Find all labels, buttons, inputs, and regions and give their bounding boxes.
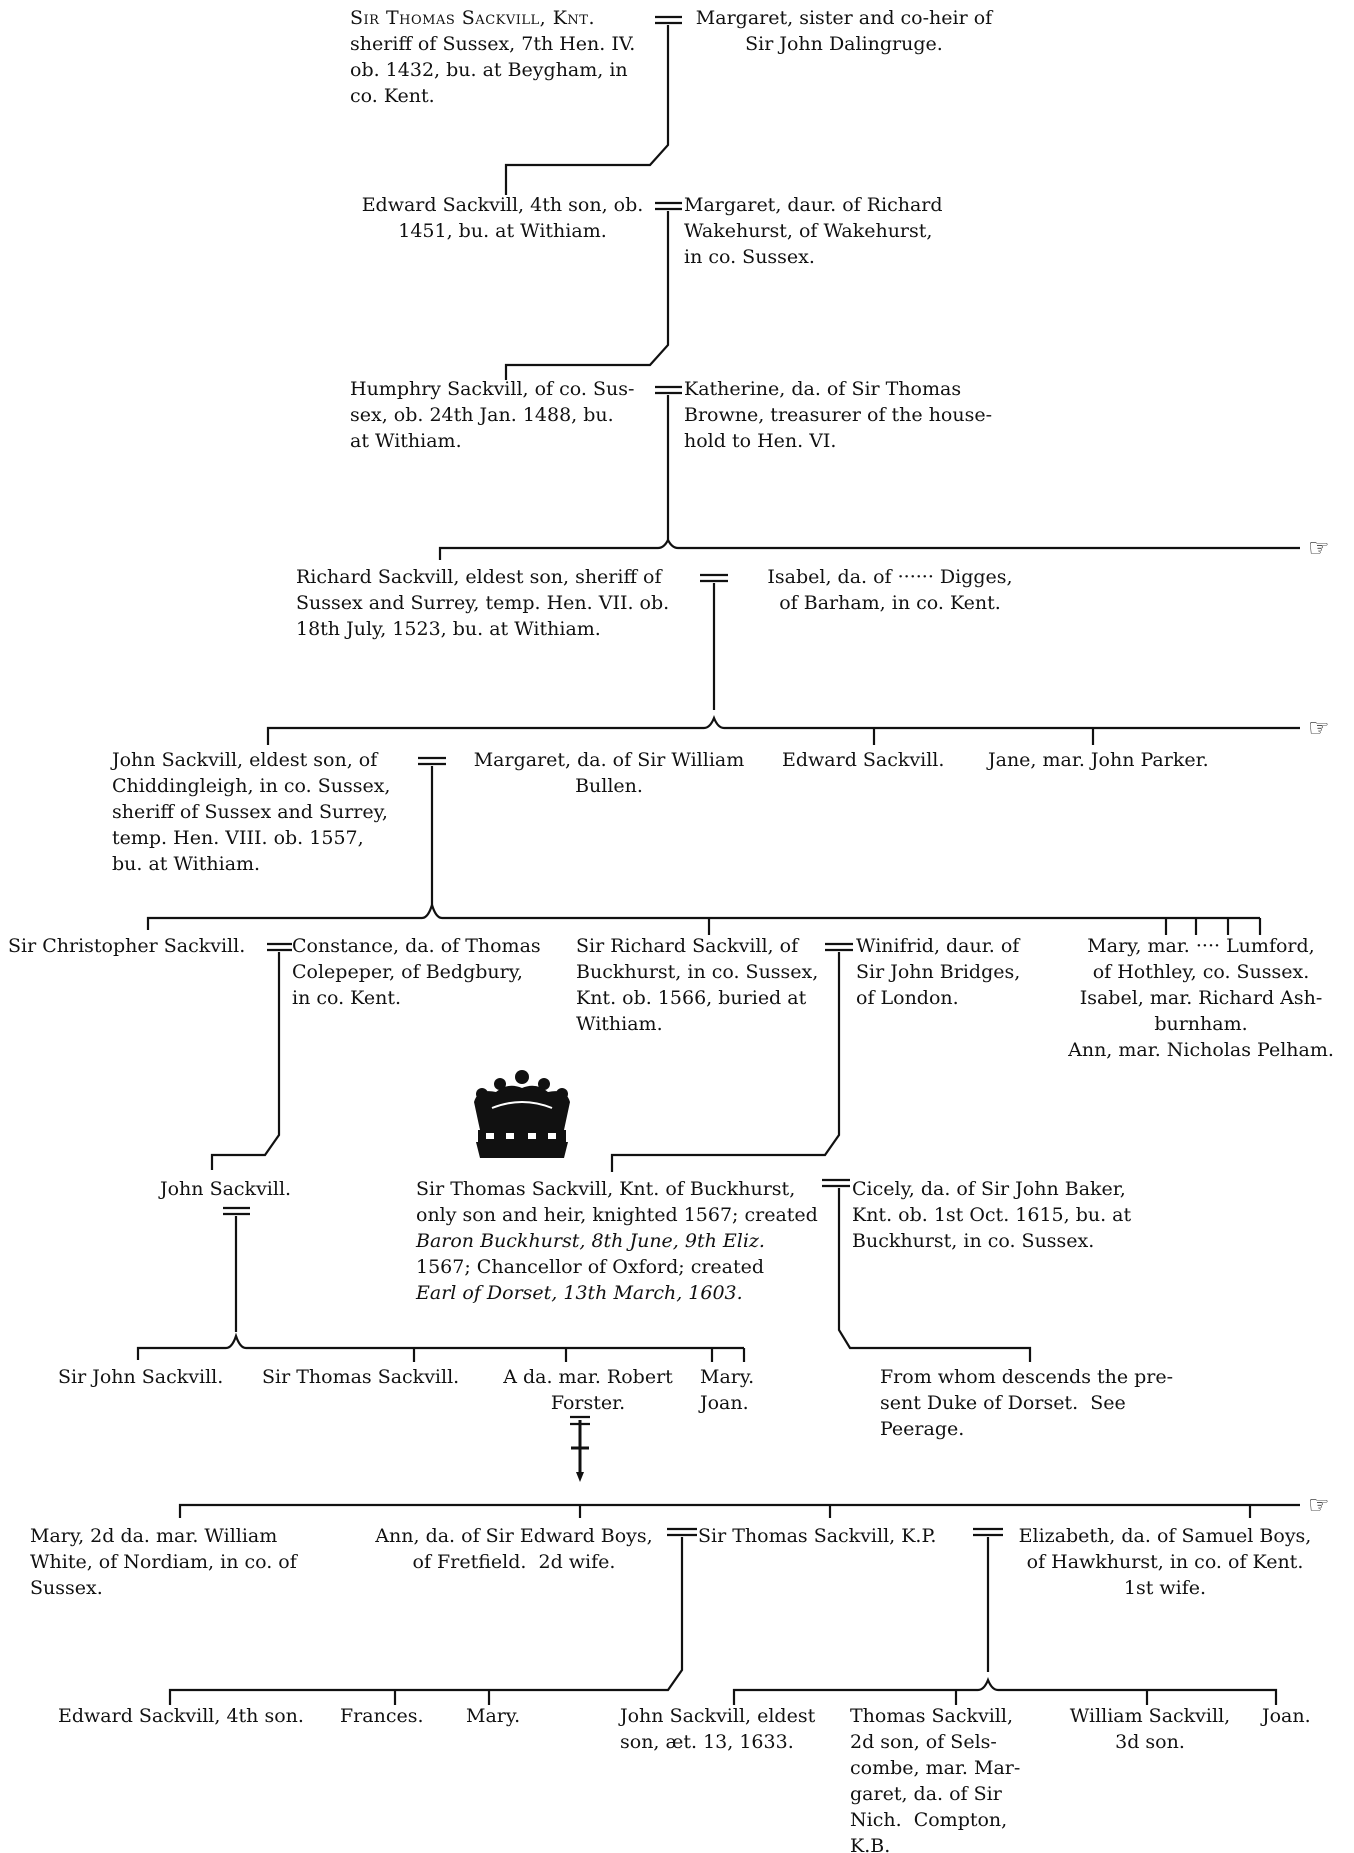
isabel-digges: Isabel, da. of ······ Digges,of Barham, …	[767, 566, 1013, 614]
sir-john-sackvill: Sir John Sackvill.	[58, 1366, 224, 1388]
richard-sackvill: Richard Sackvill, eldest son, sheriff of…	[296, 566, 670, 640]
sir-thomas-sackvill-kp: Sir Thomas Sackvill, K.P.	[698, 1525, 937, 1547]
jane-parker: Jane, mar. John Parker.	[988, 749, 1209, 771]
frances: Frances.	[340, 1705, 424, 1727]
sir-thomas-sackvill: Sir Thomas Sackvill.	[262, 1366, 460, 1388]
mary: Mary.	[466, 1705, 521, 1727]
william-sackvill-3d-son: William Sackvill,3d son.	[1069, 1705, 1231, 1753]
sir-thomas-earl-of-dorset: Sir Thomas Sackvill, Knt. of Buckhurst,o…	[416, 1178, 818, 1304]
joan: Joan.	[1262, 1705, 1311, 1727]
pointer-hand-icon: ☞	[1308, 1491, 1330, 1519]
earl-coronet-icon	[474, 1070, 570, 1158]
mary-joan: Mary.Joan.	[700, 1366, 755, 1414]
edward-sackvill-4th-son-gen10: Edward Sackvill, 4th son.	[58, 1705, 304, 1727]
cicely-baker: Cicely, da. of Sir John Baker,Knt. ob. 1…	[852, 1178, 1132, 1252]
pointer-hand-icon: ☞	[1308, 534, 1330, 562]
sisters-mary-isabel-ann: Mary, mar. ···· Lumford,of Hothley, co. …	[1068, 935, 1334, 1061]
ann-boys-2d-wife: Ann, da. of Sir Edward Boys,of Fretfield…	[375, 1525, 653, 1573]
duke-of-dorset-note: From whom descends the pre-sent Duke of …	[880, 1366, 1174, 1440]
thomas-sackvill-2d-son: Thomas Sackvill,2d son, of Sels-combe, m…	[850, 1705, 1021, 1853]
john-sackvill: John Sackvill.	[160, 1178, 292, 1200]
marriage-bars	[223, 15, 1003, 1537]
humphry-sackvill: Humphry Sackvill, of co. Sus-sex, ob. 24…	[350, 378, 635, 452]
sir-thomas-sackvill-knt: Sir Thomas Sackvill, Knt.sheriff of Suss…	[350, 7, 636, 107]
sir-christopher-sackvill: Sir Christopher Sackvill.	[8, 935, 246, 957]
dagger-icon	[571, 1420, 589, 1482]
pointer-hand-icon: ☞	[1308, 714, 1330, 742]
edward-sackvill: Edward Sackvill.	[782, 749, 945, 771]
elizabeth-boys-1st-wife: Elizabeth, da. of Samuel Boys,of Hawkhur…	[1018, 1525, 1312, 1599]
edward-sackvill-4th-son: Edward Sackvill, 4th son, ob.1451, bu. a…	[361, 194, 644, 242]
descent-lines	[136, 25, 1300, 1705]
